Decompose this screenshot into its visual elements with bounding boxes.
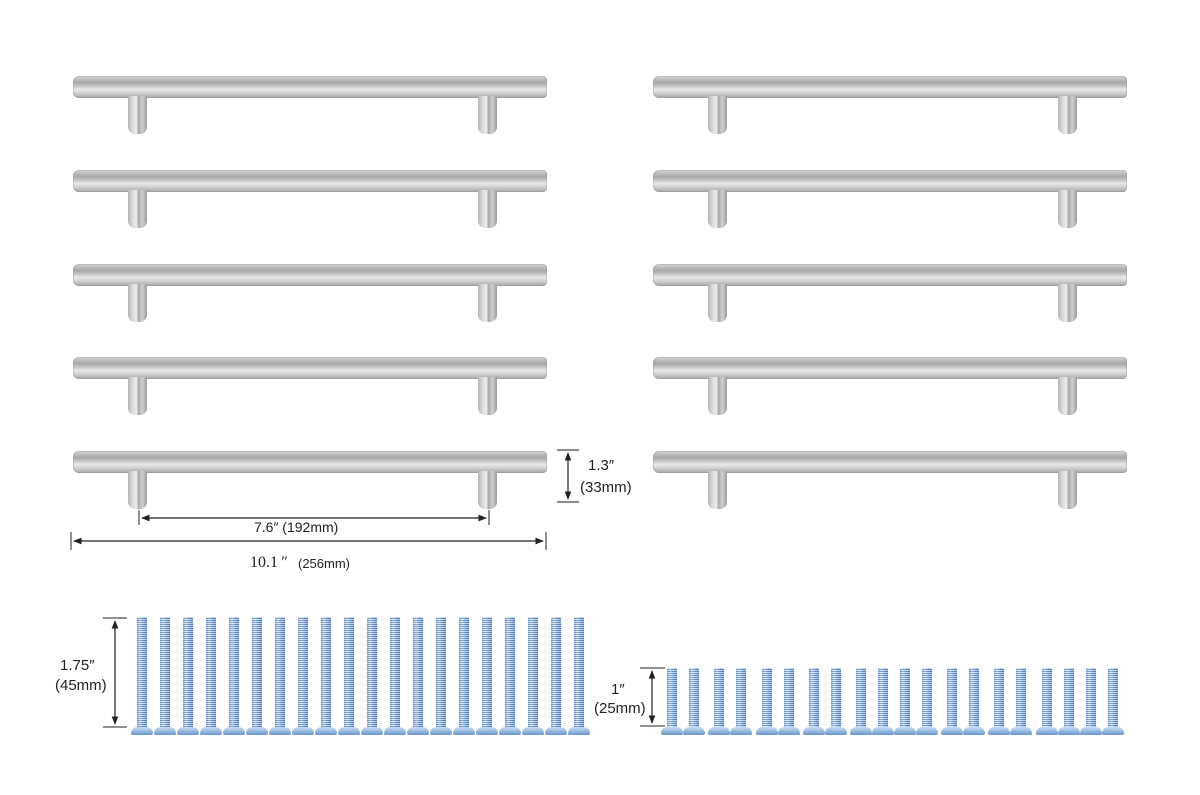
long-screw xyxy=(200,617,222,735)
handle-bar xyxy=(653,170,1127,192)
handle-post xyxy=(478,96,497,134)
short-screw xyxy=(825,668,847,735)
short-screw-dimension xyxy=(640,667,665,727)
long-screw-inches-label: 1.75″ xyxy=(60,657,95,674)
long-screw xyxy=(131,617,153,735)
height-inches-label: 1.3″ xyxy=(588,457,615,474)
handle-bar xyxy=(653,76,1127,98)
total-length-inches-label: 10.1 ″ xyxy=(250,554,288,571)
long-screw xyxy=(292,617,314,735)
short-screw xyxy=(941,668,963,735)
long-screw xyxy=(545,617,567,735)
short-screw xyxy=(988,668,1010,735)
handle-post xyxy=(708,190,727,228)
handle-post xyxy=(1058,190,1077,228)
short-screw xyxy=(708,668,730,735)
long-screw xyxy=(361,617,383,735)
short-screw xyxy=(683,668,705,735)
short-screw xyxy=(894,668,916,735)
long-screw xyxy=(338,617,360,735)
short-screw-mm-label: (25mm) xyxy=(594,700,646,717)
handle-post xyxy=(1058,96,1077,134)
long-screw xyxy=(453,617,475,735)
handle-post xyxy=(478,284,497,322)
short-screw xyxy=(872,668,894,735)
short-screw xyxy=(850,668,872,735)
height-dimension xyxy=(557,449,579,503)
handle-bar xyxy=(653,451,1127,473)
handle-left-1 xyxy=(73,76,547,138)
handle-right-3 xyxy=(653,264,1127,326)
short-screw xyxy=(1010,668,1032,735)
handle-post xyxy=(128,96,147,134)
short-screw xyxy=(1058,668,1080,735)
handle-post xyxy=(1058,377,1077,415)
total-length-mm-label: (256mm) xyxy=(298,556,351,571)
handle-post xyxy=(128,284,147,322)
handle-right-1 xyxy=(653,76,1127,138)
long-screw xyxy=(269,617,291,735)
short-screw xyxy=(778,668,800,735)
short-screw xyxy=(1102,668,1124,735)
handle-post xyxy=(128,190,147,228)
hole-spacing-label: 7.6″ (192mm) xyxy=(254,519,339,535)
long-screw xyxy=(384,617,406,735)
handle-post xyxy=(708,471,727,509)
short-screw xyxy=(963,668,985,735)
handle-bar xyxy=(73,357,547,379)
handle-bar xyxy=(73,76,547,98)
long-screw xyxy=(430,617,452,735)
handle-post xyxy=(478,190,497,228)
short-screw xyxy=(1036,668,1058,735)
handle-bar xyxy=(73,170,547,192)
handle-right-4 xyxy=(653,357,1127,419)
handle-left-5 xyxy=(73,451,547,513)
handle-bar xyxy=(653,357,1127,379)
handle-post xyxy=(478,377,497,415)
short-screw xyxy=(1080,668,1102,735)
long-screw xyxy=(154,617,176,735)
handle-left-3 xyxy=(73,264,547,326)
long-screw xyxy=(522,617,544,735)
short-screw xyxy=(756,668,778,735)
handle-left-2 xyxy=(73,170,547,232)
long-screw xyxy=(476,617,498,735)
handle-post xyxy=(708,377,727,415)
handle-right-5 xyxy=(653,451,1127,513)
handle-bar xyxy=(73,451,547,473)
long-screw xyxy=(407,617,429,735)
handle-bar xyxy=(653,264,1127,286)
long-screw xyxy=(223,617,245,735)
short-screw-inches-label: 1″ xyxy=(611,681,625,698)
handle-post xyxy=(1058,471,1077,509)
short-screw xyxy=(661,668,683,735)
handle-post xyxy=(708,284,727,322)
handle-left-4 xyxy=(73,357,547,419)
handle-post xyxy=(128,471,147,509)
short-screw xyxy=(730,668,752,735)
long-screw xyxy=(246,617,268,735)
handle-post xyxy=(1058,284,1077,322)
height-mm-label: (33mm) xyxy=(580,479,632,496)
handle-right-2 xyxy=(653,170,1127,232)
short-screw xyxy=(803,668,825,735)
handle-post xyxy=(478,471,497,509)
handle-post xyxy=(128,377,147,415)
long-screw xyxy=(315,617,337,735)
long-screw-dimension xyxy=(103,617,127,728)
handle-post xyxy=(708,96,727,134)
hole-spacing-dimension xyxy=(138,510,490,525)
total-length-dimension xyxy=(70,532,547,550)
long-screw xyxy=(177,617,199,735)
long-screw xyxy=(568,617,590,735)
long-screw xyxy=(499,617,521,735)
long-screw-mm-label: (45mm) xyxy=(55,677,107,694)
short-screw xyxy=(916,668,938,735)
handle-bar xyxy=(73,264,547,286)
